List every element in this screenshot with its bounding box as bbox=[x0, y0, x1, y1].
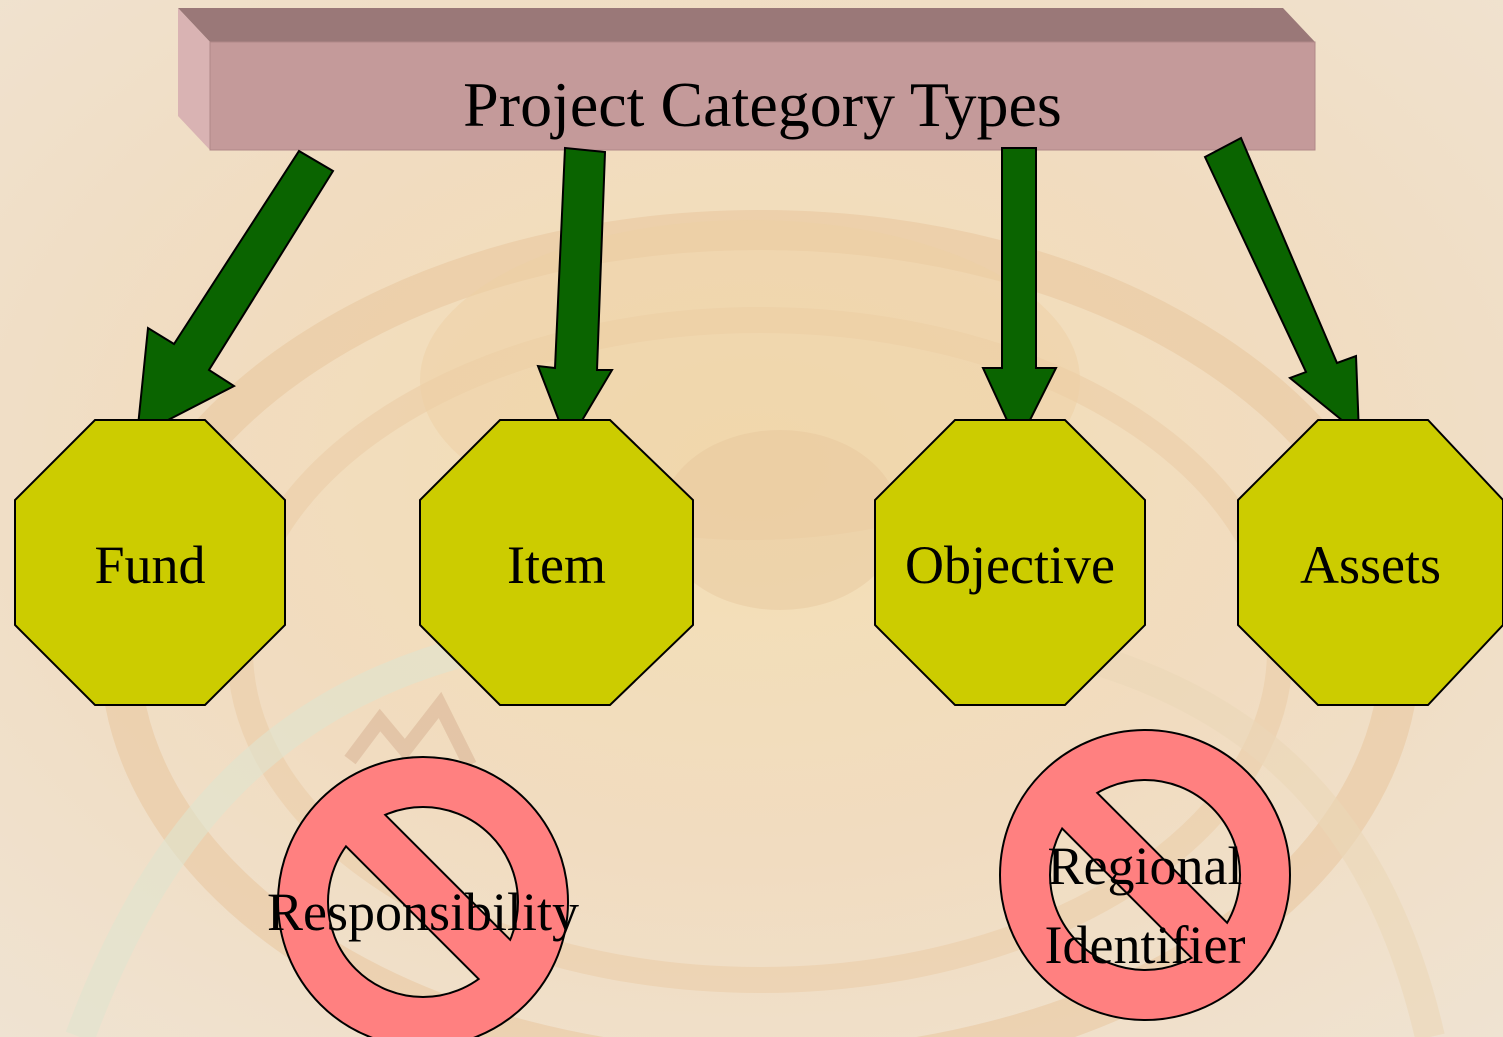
arrows-group bbox=[135, 136, 1361, 447]
arrow-to-fund bbox=[135, 149, 335, 438]
octagon-assets bbox=[1237, 419, 1503, 706]
arrow-to-objective bbox=[981, 147, 1058, 447]
octagon-fund bbox=[14, 419, 286, 706]
no-sign-bar bbox=[339, 804, 524, 989]
category-nodes bbox=[14, 419, 1503, 706]
banner-side-face bbox=[178, 8, 210, 150]
category-label-objective: Objective bbox=[905, 535, 1115, 595]
excluded-signs bbox=[277, 729, 1291, 1037]
category-label-fund: Fund bbox=[94, 535, 206, 595]
no-sign-bar bbox=[1048, 779, 1247, 978]
category-label-item: Item bbox=[507, 535, 606, 595]
no-sign-ring bbox=[279, 758, 567, 1037]
banner-top-face bbox=[178, 8, 1315, 42]
arrow-to-assets bbox=[1203, 136, 1361, 437]
page-title: Project Category Types bbox=[463, 69, 1062, 140]
no-sign-responsibility bbox=[277, 756, 569, 1037]
excluded-label-identifier: Identifier bbox=[1044, 915, 1246, 975]
banner-front-face bbox=[209, 41, 1316, 151]
excluded-label-regional: Regional bbox=[1047, 836, 1243, 896]
octagon-objective bbox=[874, 419, 1146, 706]
no-sign-regional-identifier bbox=[999, 729, 1291, 1021]
excluded-label-responsibility: Responsibility bbox=[266, 882, 580, 942]
category-label-assets: Assets bbox=[1299, 535, 1441, 595]
arrow-to-item bbox=[536, 146, 614, 447]
title-banner bbox=[178, 8, 1316, 151]
octagon-item bbox=[419, 419, 694, 706]
no-sign-ring bbox=[1001, 731, 1289, 1019]
